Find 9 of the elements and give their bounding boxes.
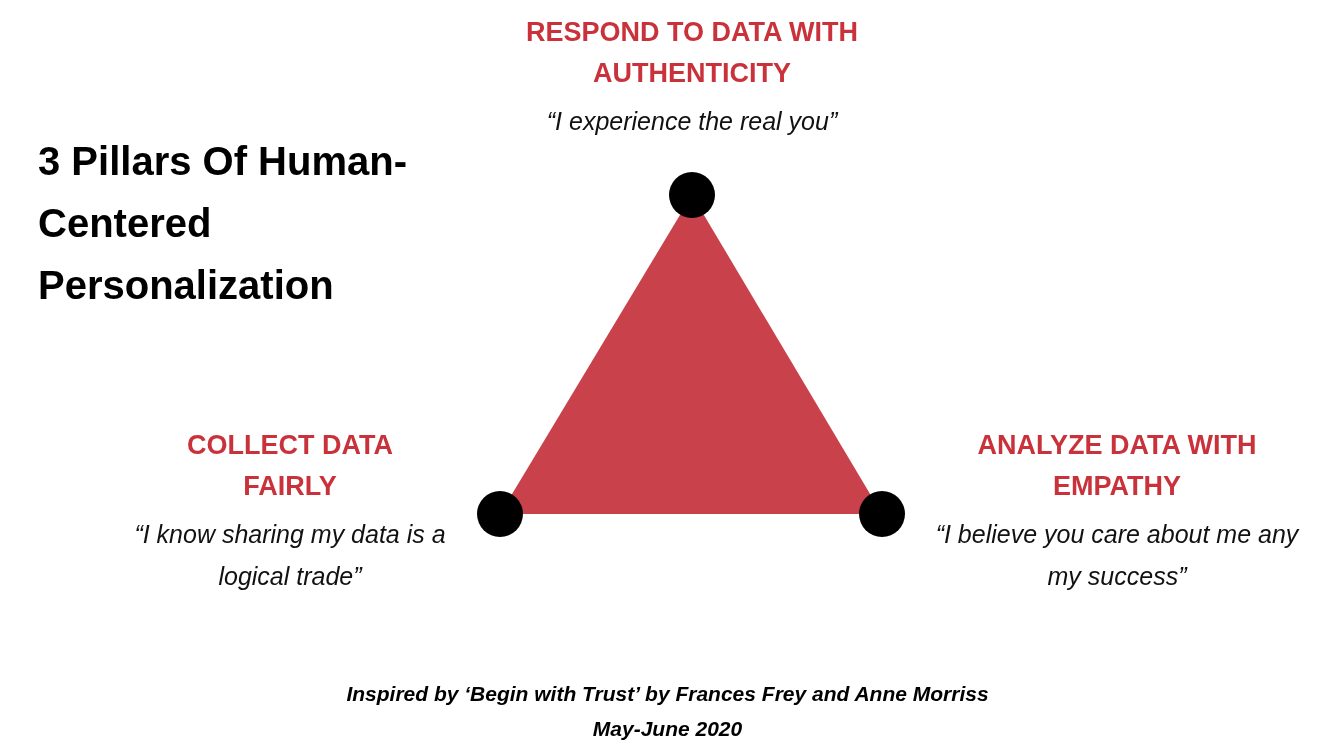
title: 3 Pillars Of Human-Centered Personalization bbox=[38, 138, 408, 309]
pillar-heading: RESPOND TO DATA WITH AUTHENTICITY bbox=[525, 16, 859, 90]
pillar-quote: “I believe you care about me any my success” bbox=[934, 519, 1301, 592]
source-note: May-June 2020 bbox=[591, 716, 744, 742]
pillar-heading: COLLECT DATA FAIRLY bbox=[186, 429, 394, 503]
pillar-quote: “I experience the real you” bbox=[545, 106, 840, 137]
pillar-quote: “I know sharing my data is a logical trade” bbox=[133, 519, 447, 592]
source-note: Inspired by ‘Begin with Trust’ by Frances Frey and Anne Morriss bbox=[345, 681, 990, 707]
pillar-heading: ANALYZE DATA WITH EMPATHY bbox=[977, 429, 1257, 503]
